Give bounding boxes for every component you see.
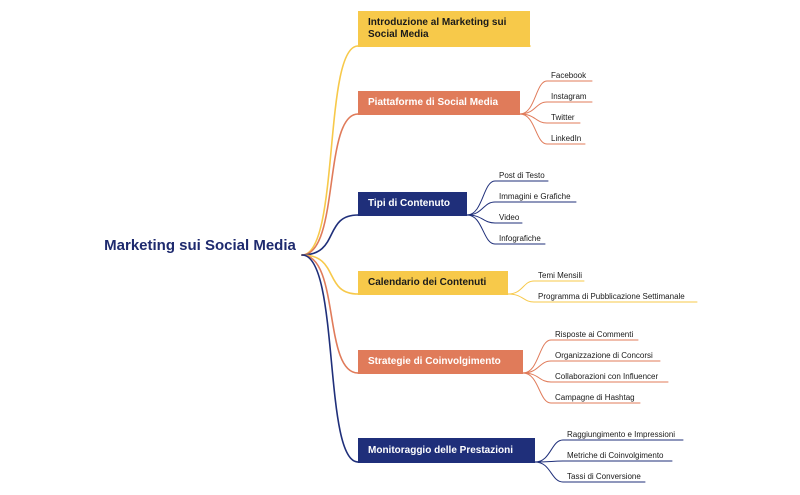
leaf-programma-settimanale[interactable]: Programma di Pubblicazione Settimanale	[538, 292, 685, 301]
branch-label: Tipi di Contenuto	[368, 198, 451, 209]
leaf-connector	[519, 80, 548, 115]
leaf-organizzazione-concorsi[interactable]: Organizzazione di Concorsi	[555, 351, 653, 360]
leaf-temi-mensili[interactable]: Temi Mensili	[538, 271, 583, 280]
branch-monitoraggio[interactable]: Monitoraggio delle Prestazioni	[358, 438, 535, 463]
leaf-connector	[534, 461, 564, 483]
branch-connector	[301, 214, 359, 256]
leaf-video[interactable]: Video	[499, 213, 520, 222]
leaf-connector	[522, 372, 552, 383]
leaf-connector	[466, 180, 496, 216]
leaf-twitter[interactable]: Twitter	[551, 113, 575, 122]
leaf-tassi-conversione[interactable]: Tassi di Conversione	[567, 472, 641, 481]
leaf-connector	[522, 372, 552, 404]
leaf-connector	[522, 339, 552, 374]
leaf-connector	[466, 201, 496, 216]
branch-label: Calendario dei Contenuti	[368, 277, 487, 288]
branch-connector	[301, 254, 359, 295]
branch-label: Monitoraggio delle Prestazioni	[368, 444, 514, 456]
branch-connector	[301, 254, 359, 463]
branch-connector	[301, 45, 359, 256]
branch-tipi-di-contenuto[interactable]: Tipi di Contenuto	[358, 192, 467, 216]
branch-label: Piattaforme di Social Media	[368, 97, 499, 108]
branch-piattaforme[interactable]: Piattaforme di Social Media	[358, 91, 520, 115]
leaf-connector	[519, 113, 548, 124]
leaf-connector	[534, 439, 564, 463]
leaf-linkedin[interactable]: LinkedIn	[551, 134, 582, 143]
leaf-connector	[519, 101, 548, 115]
leaf-campagne-hashtag[interactable]: Campagne di Hashtag	[555, 393, 635, 402]
leaf-collaborazioni-influencer[interactable]: Collaborazioni con Influencer	[555, 372, 659, 381]
branch-calendario[interactable]: Calendario dei Contenuti	[358, 271, 508, 295]
leaf-raggiungimento-impressioni[interactable]: Raggiungimento e Impressioni	[567, 430, 676, 439]
leaf-infografiche[interactable]: Infografiche	[499, 234, 541, 243]
leaf-connector	[466, 214, 496, 245]
leaf-instagram[interactable]: Instagram	[551, 92, 587, 101]
leaf-metriche-coinvolgimento[interactable]: Metriche di Coinvolgimento	[567, 451, 664, 460]
leaf-immagini-e-grafiche[interactable]: Immagini e Grafiche	[499, 192, 571, 201]
root-node[interactable]: Marketing sui Social Media	[104, 237, 296, 254]
leaf-connector	[507, 280, 535, 295]
leaf-post-di-testo[interactable]: Post di Testo	[499, 171, 545, 180]
leaf-connector	[519, 113, 548, 145]
branch-label: Introduzione al Marketing sui Social Med…	[368, 17, 507, 40]
branch-label: Strategie di Coinvolgimento	[368, 356, 501, 367]
branch-connector	[301, 113, 359, 256]
leaf-risposte-commenti[interactable]: Risposte ai Commenti	[555, 330, 634, 339]
leaf-facebook[interactable]: Facebook	[551, 71, 587, 80]
leaf-connector	[507, 293, 535, 303]
branch-connector	[301, 254, 359, 374]
branch-introduzione[interactable]: Introduzione al Marketing sui Social Med…	[358, 11, 530, 47]
branch-strategie[interactable]: Strategie di Coinvolgimento	[358, 350, 523, 374]
leaf-connector	[522, 360, 552, 374]
